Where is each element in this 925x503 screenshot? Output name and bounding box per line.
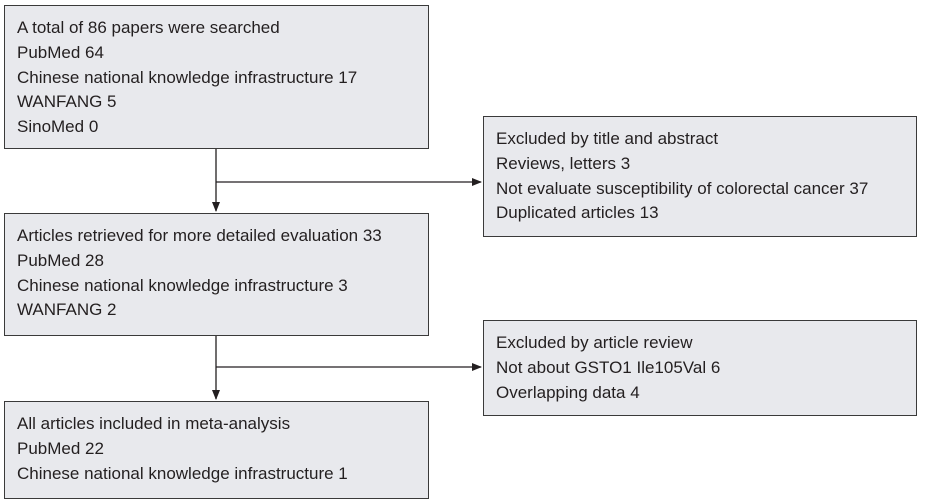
excluded-duplicated: Duplicated articles 13 <box>496 203 659 223</box>
excluded-overlapping: Overlapping data 4 <box>496 382 640 402</box>
retrieved-articles-box: Articles retrieved for more detailed eva… <box>4 213 429 336</box>
retrieved-pubmed: PubMed 28 <box>17 250 104 270</box>
search-wanfang: WANFANG 5 <box>17 92 117 112</box>
excluded-review-heading: Excluded by article review <box>496 333 693 352</box>
retrieved-wanfang: WANFANG 2 <box>17 300 117 320</box>
excluded-not-gsto1: Not about GSTO1 Ile105Val 6 <box>496 357 721 377</box>
excluded-article-review-box: Excluded by article review Not about GST… <box>483 320 917 416</box>
excluded-title-heading: Excluded by title and abstract <box>496 129 719 148</box>
search-sinomed: SinoMed 0 <box>17 117 99 137</box>
retrieved-total: Articles retrieved for more detailed eva… <box>17 226 382 245</box>
included-pubmed: PubMed 22 <box>17 438 104 458</box>
search-total: A total of 86 papers were searched <box>17 18 280 37</box>
search-cnki: Chinese national knowledge infrastructur… <box>17 67 358 87</box>
excluded-title-abstract-box: Excluded by title and abstract Reviews, … <box>483 116 917 237</box>
included-articles-box: All articles included in meta-analysis P… <box>4 401 429 499</box>
search-pubmed: PubMed 64 <box>17 42 104 62</box>
included-total: All articles included in meta-analysis <box>17 414 291 433</box>
excluded-reviews-letters: Reviews, letters 3 <box>496 153 631 173</box>
search-results-box: A total of 86 papers were searched PubMe… <box>4 5 429 149</box>
excluded-not-evaluate: Not evaluate susceptibility of colorecta… <box>496 178 869 198</box>
retrieved-cnki: Chinese national knowledge infrastructur… <box>17 275 348 295</box>
included-cnki: Chinese national knowledge infrastructur… <box>17 463 348 483</box>
